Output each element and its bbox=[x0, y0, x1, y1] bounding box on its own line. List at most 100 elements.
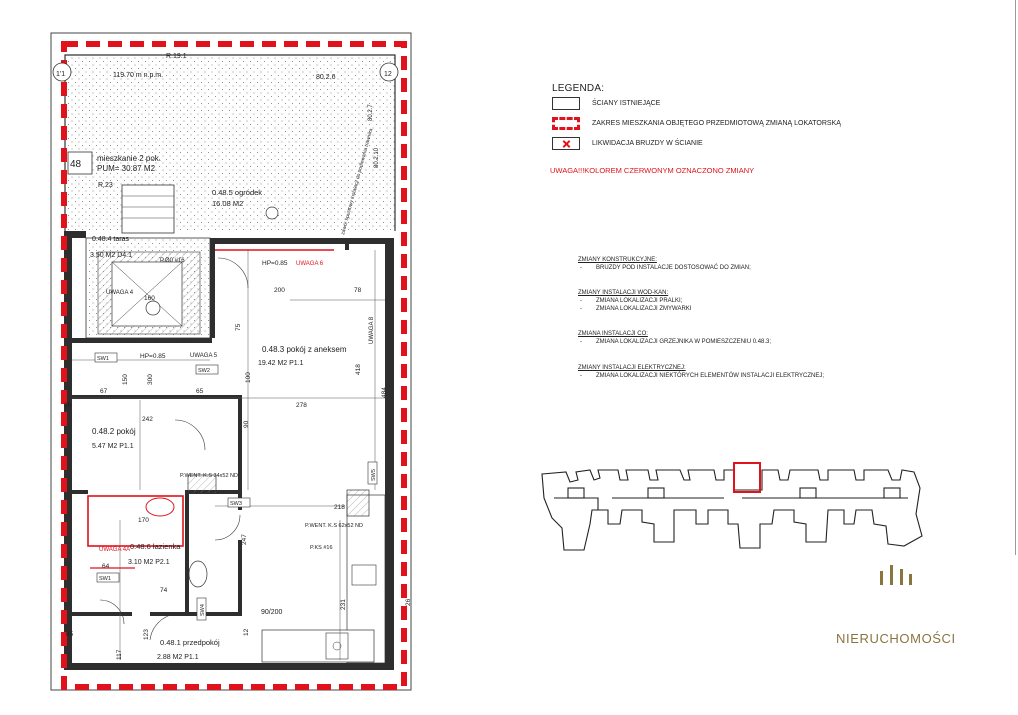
axis-marker-left bbox=[52, 62, 72, 82]
vent2-label: P.WENT. K.S 62x52 ND bbox=[305, 523, 363, 529]
svg-text:28: 28 bbox=[64, 402, 72, 409]
steps-lines bbox=[122, 195, 174, 219]
bedroom-label: 0.48.2 pokój bbox=[92, 427, 136, 436]
legend-item-existing-walls: ŚCIANY ISTNIEJĄCE bbox=[552, 97, 660, 110]
svg-text:247: 247 bbox=[241, 534, 248, 545]
changes-item: ZMIANA LOKALIZACJI PRALKI; bbox=[578, 297, 691, 305]
kitchen-lower-counter bbox=[261, 629, 375, 663]
page-edge-line bbox=[1015, 0, 1016, 555]
legend-item-label: ZAKRES MIESZKANIA OBJĘTEGO PRZEDMIOTOWĄ … bbox=[592, 120, 841, 127]
ref-r80c: 80.2.10 bbox=[374, 147, 380, 168]
hp-label-1: HP=0.85 bbox=[262, 260, 288, 267]
svg-text:218: 218 bbox=[334, 504, 345, 511]
kitchen-room-area: 19.42 M2 P1.1 bbox=[258, 360, 304, 367]
hall-label: 0.48.1 przedpokój bbox=[160, 638, 220, 647]
changes-item: ZMIANA LOKALIZACJI ZMYWARKI bbox=[578, 305, 691, 313]
apartment-area: PUM= 30.87 M2 bbox=[97, 164, 156, 173]
changes-heading: ZMIANY INSTALACJI WOD-KAN: bbox=[578, 290, 669, 296]
vent-shaft-1 bbox=[187, 474, 217, 494]
svg-text:170: 170 bbox=[138, 517, 149, 524]
uwaga8-label: UWAGA 8 bbox=[369, 316, 375, 344]
svg-text:160: 160 bbox=[144, 295, 155, 302]
svg-text:75: 75 bbox=[235, 323, 242, 331]
entry-door-size: 65 bbox=[66, 631, 74, 638]
sw3-label: SW3 bbox=[230, 501, 242, 507]
ordinate-label: 119.70 m n.p.m. bbox=[113, 72, 163, 79]
legend-title: LEGENDA: bbox=[552, 83, 605, 94]
outer-walls bbox=[64, 231, 394, 670]
svg-text:26: 26 bbox=[405, 598, 412, 606]
svg-text:64: 64 bbox=[102, 563, 110, 570]
sw1-top-label: SW1 bbox=[97, 356, 109, 362]
vent-shaft-2 bbox=[346, 489, 370, 517]
bathroom-label: 0.48.6 łazienka bbox=[130, 542, 181, 551]
axis-label-left: 1'1 bbox=[56, 71, 65, 78]
svg-text:117: 117 bbox=[116, 649, 123, 660]
apartment-tag-box bbox=[67, 151, 93, 175]
uwaga5-label: UWAGA 5 bbox=[190, 353, 218, 359]
floor-plan: 1'1 12 119.70 m n.p.m. R.19.1 80.2.6 R.2… bbox=[50, 32, 412, 691]
svg-text:100: 100 bbox=[245, 372, 252, 383]
ref-r80a: 80.2.6 bbox=[316, 74, 336, 81]
legend-item-channel-removal: LIKWIDACJA BRUZDY W ŚCIANIE bbox=[552, 137, 703, 150]
svg-text:150: 150 bbox=[122, 374, 129, 385]
changes-item: BRUZDY POD INSTALACJE DOSTOSOWAĆ DO ZMIA… bbox=[578, 264, 751, 272]
svg-text:300: 300 bbox=[147, 374, 154, 385]
axis-label-right: 12 bbox=[384, 71, 392, 78]
cooktop-icon bbox=[325, 632, 349, 660]
brand-logo-icon bbox=[880, 565, 912, 585]
uwaga4-label: UWAGA 4 bbox=[106, 290, 134, 296]
change-scope-swatch bbox=[552, 117, 580, 130]
apartment-title: mieszkanie 2 pok. bbox=[97, 154, 161, 163]
garden-area bbox=[65, 55, 395, 231]
changes-heating: ZMIANA INSTALACJI CO: ZMIANA LOKALIZACJI… bbox=[578, 330, 771, 346]
sw4-label: SW4 bbox=[200, 604, 206, 616]
svg-text:67: 67 bbox=[100, 388, 108, 395]
changes-electrical: ZMIANY INSTALACJI ELEKTRYCZNEJ: ZMIANA L… bbox=[578, 364, 824, 380]
bedroom-area: 5.47 M2 P1.1 bbox=[92, 443, 134, 450]
changes-item: ZMIANA LOKALIZACJI NIEKTÓRYCH ELEMENTÓW … bbox=[578, 372, 824, 380]
toilet-icon bbox=[188, 560, 208, 588]
door-swings bbox=[99, 257, 249, 641]
pl-label: P.Ø0 #16 bbox=[160, 258, 185, 264]
apartment-location-marker bbox=[733, 462, 761, 493]
sw1-bottom-label: SW1 bbox=[99, 576, 111, 582]
changes-heading: ZMIANY KONSTRUKCYJNE: bbox=[578, 257, 657, 263]
svg-text:65: 65 bbox=[196, 388, 204, 395]
svg-text:12: 12 bbox=[243, 628, 250, 636]
door-size-label: 90/200 bbox=[261, 609, 283, 616]
post-marker bbox=[145, 300, 161, 316]
terrace-area-label: 3.50 M2 D4.1 bbox=[90, 252, 132, 259]
ref-r23: R.23 bbox=[98, 182, 113, 189]
sink-icon bbox=[351, 564, 377, 586]
svg-text:200: 200 bbox=[274, 287, 285, 294]
svg-text:231: 231 bbox=[340, 599, 347, 610]
svg-text:278: 278 bbox=[296, 402, 307, 409]
washbasin-icon bbox=[145, 497, 175, 517]
svg-text:484: 484 bbox=[381, 387, 388, 398]
changes-structural: ZMIANY KONSTRUKCYJNE: BRUZDY POD INSTALA… bbox=[578, 256, 751, 272]
bathtub-changed bbox=[87, 495, 184, 547]
pks-label: P.KS #16 bbox=[310, 545, 333, 551]
sw2-label: SW2 bbox=[198, 368, 210, 374]
svg-text:78: 78 bbox=[354, 287, 362, 294]
garden-steps bbox=[121, 184, 175, 234]
existing-wall-swatch bbox=[552, 97, 580, 110]
svg-text:123: 123 bbox=[143, 629, 150, 640]
sw-boxes bbox=[94, 352, 378, 621]
close-icon bbox=[552, 137, 580, 150]
svg-text:74: 74 bbox=[160, 587, 168, 594]
legend-item-label: LIKWIDACJA BRUZDY W ŚCIANIE bbox=[592, 140, 703, 147]
svg-text:242: 242 bbox=[142, 416, 153, 423]
changes-plumbing: ZMIANY INSTALACJI WOD-KAN: ZMIANA LOKALI… bbox=[578, 289, 691, 313]
ref-r19: R.19.1 bbox=[166, 53, 187, 60]
change-scope-boundary bbox=[61, 41, 407, 690]
changes-warning: UWAGA!!!KOLOREM CZERWONYM OZNACZONO ZMIA… bbox=[550, 166, 755, 175]
ref-r80b: 80.2.7 bbox=[368, 104, 374, 121]
svg-text:90: 90 bbox=[243, 420, 250, 428]
apartment-number: 48 bbox=[70, 159, 82, 170]
vent1-label: P.WENT. K.S 34x52 ND bbox=[180, 473, 238, 479]
garden-label: 0.48.5 ogródek bbox=[212, 188, 262, 197]
brand-name: NIERUCHOMOŚCI bbox=[836, 631, 956, 646]
svg-text:418: 418 bbox=[355, 364, 362, 375]
